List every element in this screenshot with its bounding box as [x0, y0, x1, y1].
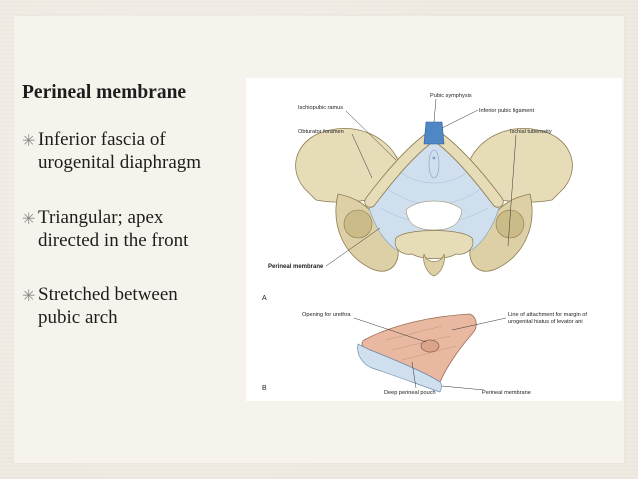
anatomy-figure: Pubic symphysis Ischiopubic ramus Inferi… [246, 78, 622, 401]
label-line-of-attachment-2: urogenital hiatus of levator ani [508, 319, 583, 325]
panel-label-a: A [262, 295, 267, 302]
right-ilium [468, 128, 573, 203]
urethra-opening-b [420, 339, 440, 353]
coccyx [423, 253, 445, 277]
label-obturator-foramen: Obturator foramen [298, 129, 344, 135]
panel-label-b: B [262, 385, 267, 392]
label-perineal-membrane-a: Perineal membrane [268, 264, 324, 270]
bullet-line: Inferior fascia of [38, 129, 166, 150]
perineal-membrane-edge [357, 343, 442, 393]
bullet-line: Triangular; apex [38, 207, 164, 228]
sacrum [394, 230, 474, 259]
bullet-line: urogenital diaphragm [38, 152, 202, 173]
label-ischial-tuberosity: Ischial tuberosity [510, 129, 552, 135]
pelvis-illustration: Pubic symphysis Ischiopubic ramus Inferi… [262, 93, 587, 396]
bullet-line: Stretched between [38, 284, 178, 305]
right-acetabulum [495, 209, 525, 239]
left-acetabulum [343, 209, 373, 239]
asterisk-bullet-icon: ✳ [22, 131, 36, 150]
bullet-item: ✳ Inferior fascia of urogenital diaphrag… [22, 128, 237, 174]
label-ischiopubic-ramus: Ischiopubic ramus [298, 105, 343, 111]
bullet-item: ✳ Triangular; apex directed in the front [22, 206, 237, 252]
label-deep-perineal-pouch: Deep perineal pouch [384, 390, 436, 396]
right-ischiopubic-ramus [437, 131, 504, 208]
pelvis-drawing [295, 121, 573, 277]
label-opening-for-urethra: Opening for urethra [302, 312, 351, 318]
asterisk-bullet-icon: ✳ [22, 209, 36, 228]
bullet-item: ✳ Stretched between pubic arch [22, 283, 237, 329]
label-inferior-pubic-ligament: Inferior pubic ligament [479, 108, 534, 114]
bullet-line: pubic arch [38, 307, 118, 328]
urethral-opening [428, 149, 440, 179]
pouch-drawing [357, 313, 477, 393]
label-line-of-attachment-1: Line of attachment for margin of [508, 312, 587, 318]
label-pubic-symphysis: Pubic symphysis [430, 93, 472, 99]
left-ilium [295, 128, 400, 203]
bullet-line: directed in the front [38, 230, 189, 251]
inferior-pubic-ligament [423, 121, 445, 145]
slide-title: Perineal membrane [22, 82, 187, 103]
asterisk-bullet-icon: ✳ [22, 286, 36, 305]
left-ischiopubic-ramus [364, 131, 431, 208]
label-perineal-membrane-b: Perineal membrane [482, 390, 531, 396]
